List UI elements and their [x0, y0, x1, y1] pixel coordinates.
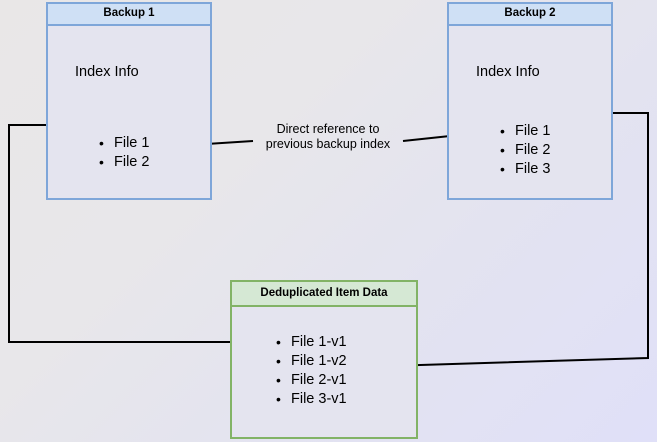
node-backup-2[interactable]: Backup 2 Index Info File 1 File 2 File 3 — [447, 2, 613, 200]
backup-2-index-info-label: Index Info — [476, 64, 540, 80]
list-item: File 1 — [500, 122, 550, 141]
backup-1-file-list: File 1 File 2 — [99, 134, 149, 172]
node-backup-1-title: Backup 1 — [48, 4, 210, 26]
node-backup-2-title: Backup 2 — [449, 4, 611, 26]
node-backup-2-body: Index Info File 1 File 2 File 3 — [449, 26, 611, 198]
list-item: File 1-v2 — [276, 352, 347, 371]
dedup-file-list: File 1-v1 File 1-v2 File 2-v1 File 3-v1 — [276, 333, 347, 409]
list-item: File 2-v1 — [276, 371, 347, 390]
list-item: File 3 — [500, 160, 550, 179]
node-backup-1[interactable]: Backup 1 Index Info File 1 File 2 — [46, 2, 212, 200]
node-deduplicated-item-data-body: File 1-v1 File 1-v2 File 2-v1 File 3-v1 — [232, 307, 416, 437]
list-item: File 3-v1 — [276, 390, 347, 409]
node-deduplicated-item-data[interactable]: Deduplicated Item Data File 1-v1 File 1-… — [230, 280, 418, 439]
list-item: File 2 — [99, 153, 149, 172]
list-item: File 1 — [99, 134, 149, 153]
backup-1-index-info-label: Index Info — [75, 64, 139, 80]
node-deduplicated-item-data-title: Deduplicated Item Data — [232, 282, 416, 307]
list-item: File 1-v1 — [276, 333, 347, 352]
node-backup-1-body: Index Info File 1 File 2 — [48, 26, 210, 198]
backup-2-file-list: File 1 File 2 File 3 — [500, 122, 550, 179]
edge-label-direct-reference: Direct reference to previous backup inde… — [265, 122, 391, 151]
list-item: File 2 — [500, 141, 550, 160]
